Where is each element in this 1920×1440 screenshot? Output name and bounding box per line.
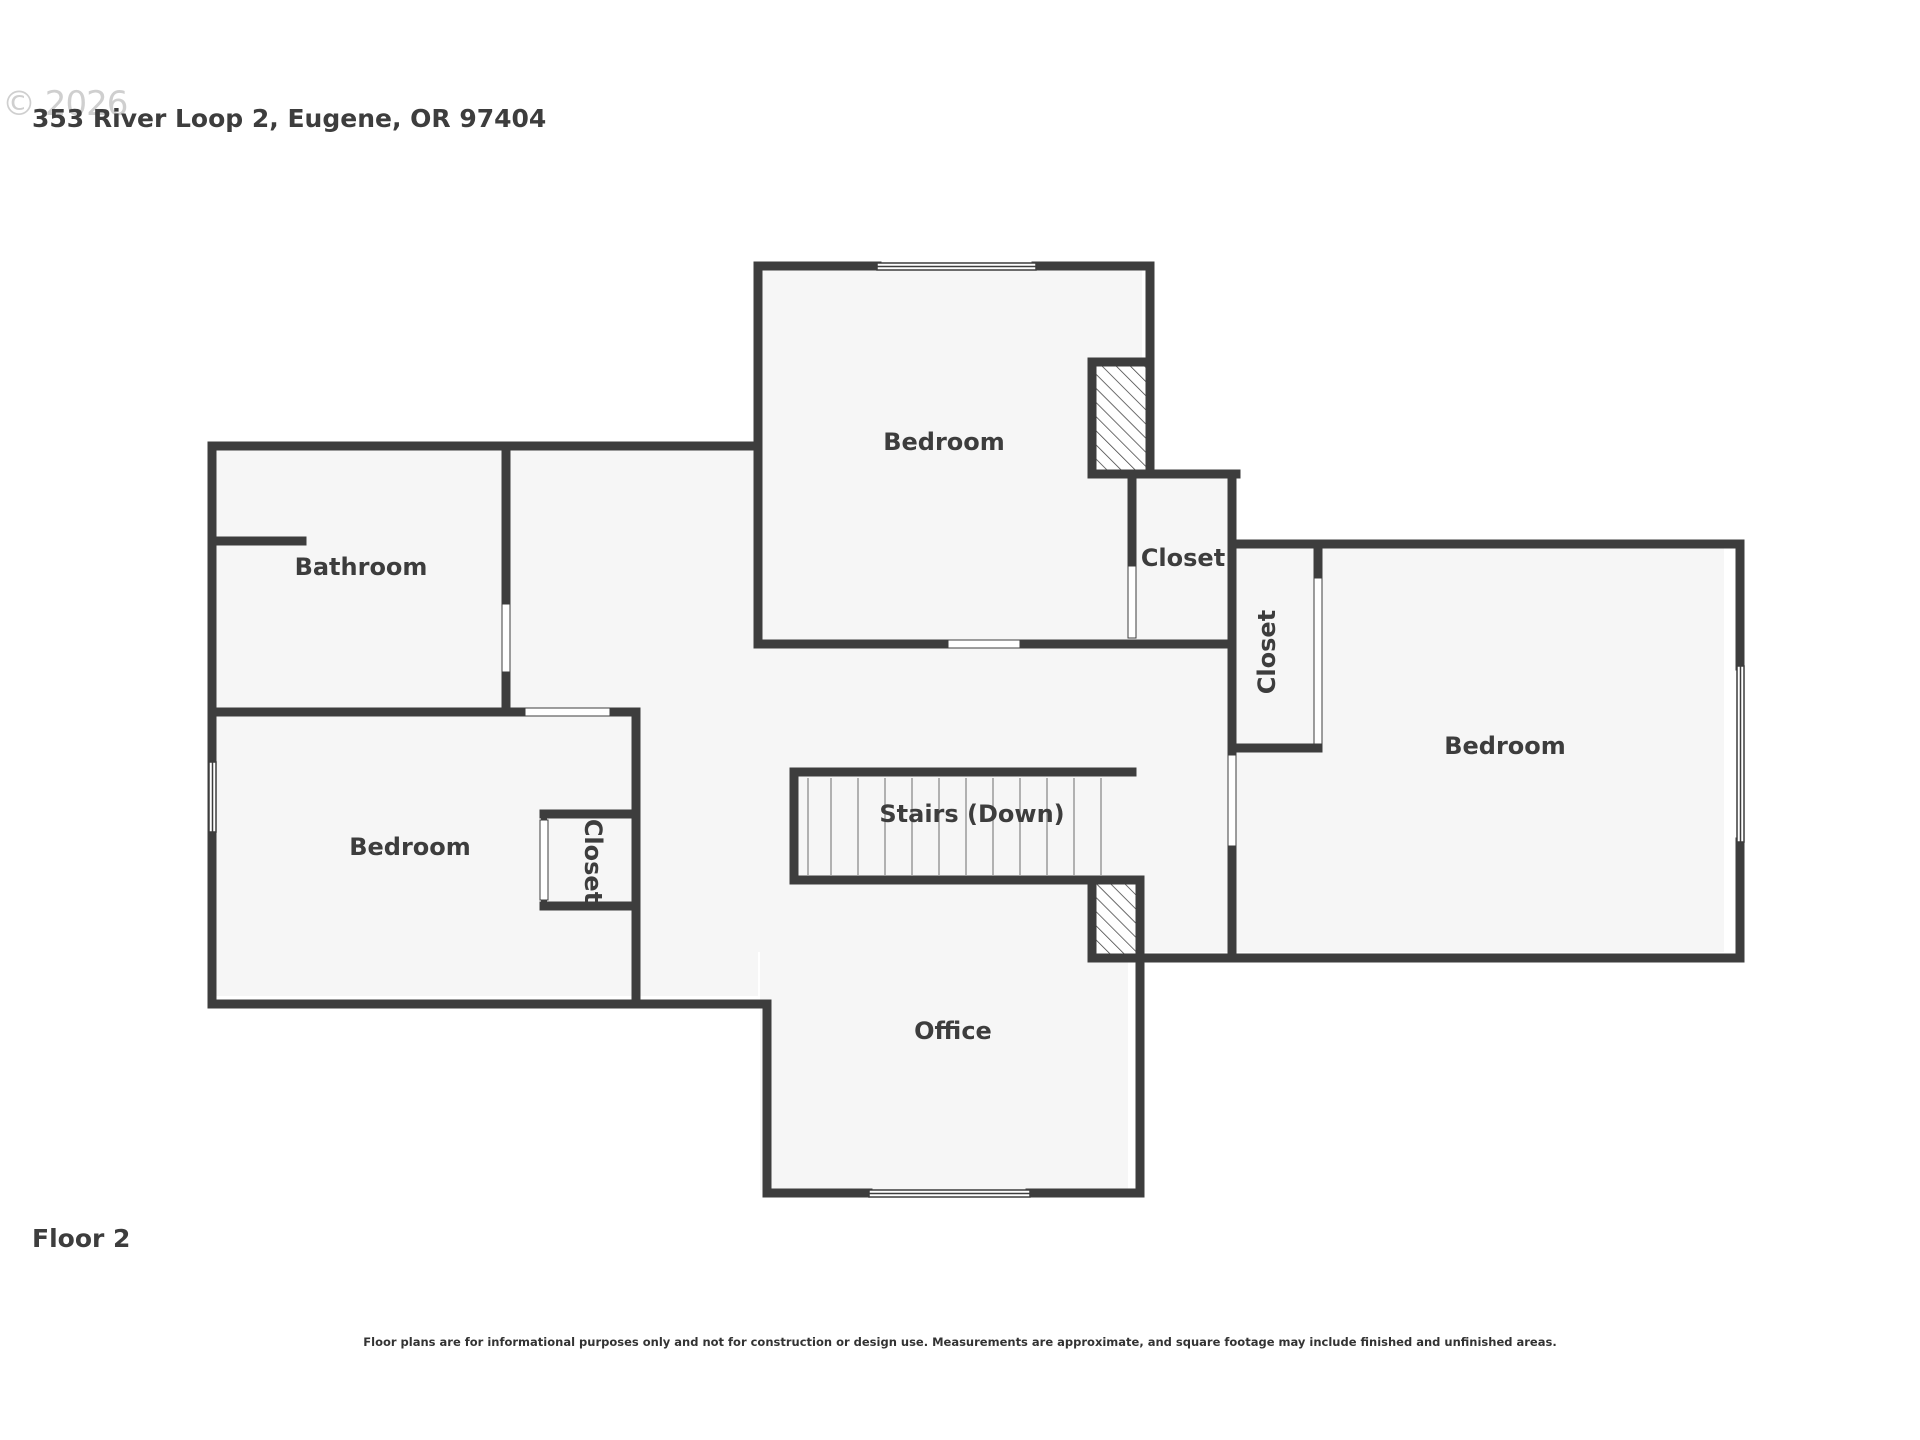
room-label-bedroom-top: Bedroom — [883, 428, 1005, 456]
room-label-stairs: Stairs (Down) — [879, 800, 1064, 828]
stair-treads — [807, 778, 1102, 876]
room-label-office: Office — [914, 1017, 992, 1045]
property-address: 353 River Loop 2, Eugene, OR 97404 — [32, 104, 547, 133]
room-label-closet-left: Closet — [579, 819, 607, 903]
walls — [207, 261, 1745, 1198]
room-label-bedroom-left: Bedroom — [349, 833, 471, 861]
disclaimer-text: Floor plans are for informational purpos… — [363, 1335, 1557, 1349]
copyright-watermark: © 2026 — [2, 84, 128, 124]
floor-label: Floor 2 — [32, 1224, 131, 1253]
room-label-bedroom-right: Bedroom — [1444, 732, 1566, 760]
floor-area — [213, 268, 1724, 1190]
door-openings — [501, 565, 1323, 901]
room-label-closet-right: Closet — [1253, 610, 1281, 694]
windows — [208, 262, 1745, 1198]
room-label-bathroom: Bathroom — [295, 553, 428, 581]
room-label-closet-top: Closet — [1141, 544, 1225, 572]
